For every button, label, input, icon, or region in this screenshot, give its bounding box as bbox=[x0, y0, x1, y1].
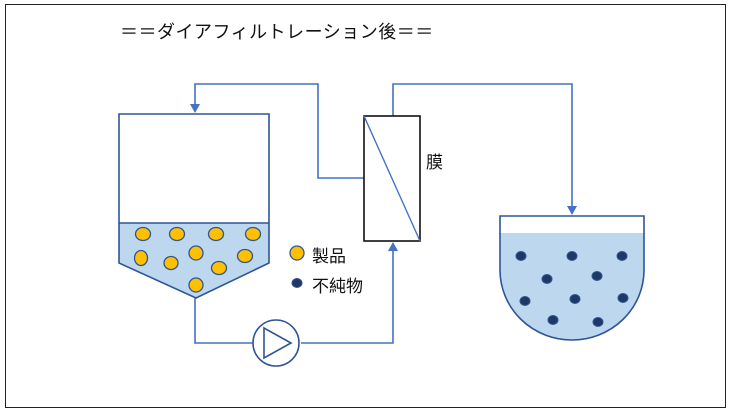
impurity-particle bbox=[591, 271, 603, 281]
piping bbox=[194, 83, 573, 344]
arrow-into-membrane bbox=[388, 242, 398, 251]
product-particle bbox=[210, 260, 228, 276]
product-particle bbox=[207, 226, 225, 242]
membrane-label: 膜 bbox=[426, 153, 443, 173]
impurity-particle bbox=[547, 315, 559, 325]
product-particle bbox=[188, 277, 204, 293]
impurity-particle bbox=[519, 296, 531, 306]
feed-line-to-pump bbox=[194, 295, 253, 344]
impurity-particle bbox=[592, 317, 604, 327]
product-particle bbox=[163, 255, 179, 271]
product-particle bbox=[168, 226, 186, 242]
diagram-title: ＝＝ダイアフィルトレーション後＝＝ bbox=[120, 22, 434, 43]
permeate-line bbox=[392, 83, 573, 207]
product-particle bbox=[134, 226, 152, 242]
product-particle bbox=[244, 226, 262, 242]
impurity-particle bbox=[566, 251, 578, 261]
product-particle bbox=[188, 245, 204, 261]
impurity-particle bbox=[515, 251, 527, 261]
legend-product-label: 製品 bbox=[312, 247, 346, 267]
legend-product-icon bbox=[289, 245, 305, 261]
bowl-liquid bbox=[500, 233, 644, 340]
impurity-particle bbox=[617, 293, 629, 303]
membrane-module bbox=[363, 115, 421, 242]
feed-tank bbox=[118, 113, 270, 299]
impurity-particle bbox=[616, 251, 628, 261]
membrane-diagonal bbox=[363, 115, 421, 242]
pump bbox=[252, 319, 300, 367]
arrow-into-bowl bbox=[567, 206, 577, 215]
bowl-outline bbox=[499, 215, 645, 341]
flow-arrows bbox=[190, 104, 577, 251]
impurity-particle bbox=[569, 294, 581, 304]
pump-triangle bbox=[263, 326, 293, 360]
feed-line-to-membrane bbox=[301, 250, 394, 344]
product-particle bbox=[133, 249, 149, 267]
tank-product-particles bbox=[133, 226, 262, 293]
bowl-impurity-particles bbox=[515, 251, 629, 327]
arrow-into-tank bbox=[190, 104, 200, 113]
retentate-return-line bbox=[194, 83, 364, 179]
legend-impurity-label: 不純物 bbox=[312, 277, 363, 297]
product-particle bbox=[236, 248, 254, 264]
impurity-particle bbox=[541, 274, 553, 284]
collection-bowl bbox=[499, 215, 645, 341]
tank-outline bbox=[118, 113, 270, 299]
legend-impurity-icon bbox=[291, 278, 303, 288]
